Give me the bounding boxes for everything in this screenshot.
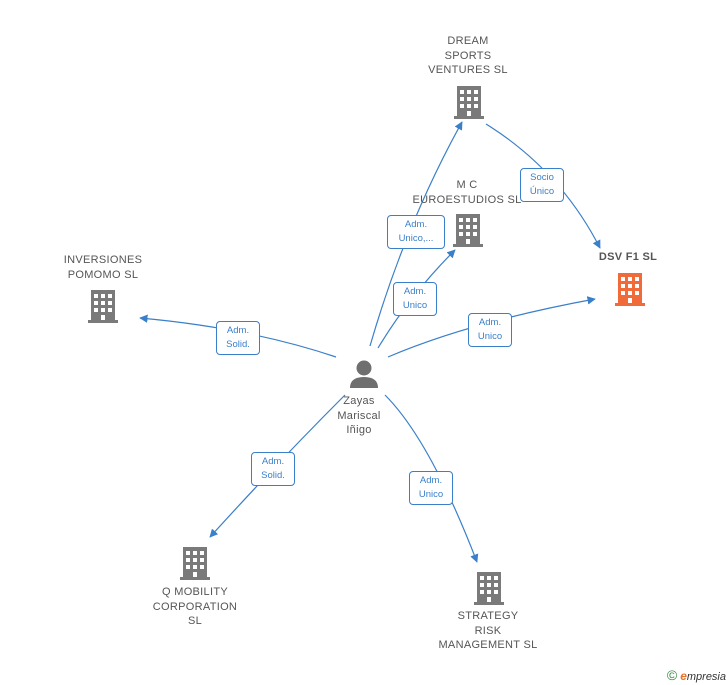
node-label-mc-euroestudios[interactable]: M C EUROESTUDIOS SL bbox=[412, 179, 522, 206]
node-label-q-mobility[interactable]: Q MOBILITY CORPORATION SL bbox=[152, 586, 238, 627]
edge-label-person-to-mc: Adm. Unico bbox=[393, 282, 437, 316]
node-label-dsv-f1[interactable]: DSV F1 SL bbox=[598, 251, 658, 263]
brand-logo-text: mpresia bbox=[686, 671, 726, 683]
building-icon[interactable] bbox=[88, 290, 118, 323]
brand-logo-letter: e bbox=[680, 669, 687, 683]
edge-label-person-to-inversiones: Adm. Solid. bbox=[216, 321, 260, 355]
building-icon[interactable] bbox=[454, 86, 484, 119]
node-label-person[interactable]: Zayas Mariscal Iñigo bbox=[337, 395, 381, 436]
building-icon[interactable] bbox=[474, 572, 504, 605]
building-icon[interactable] bbox=[180, 547, 210, 580]
edge-person-to-strategy bbox=[384, 394, 479, 563]
edge-label-person-to-strategy: Adm. Unico bbox=[409, 471, 453, 505]
building-icon-focus[interactable] bbox=[615, 273, 645, 306]
edge-label-person-to-dsv: Adm. Unico bbox=[468, 313, 512, 347]
node-label-inversiones-pomomo[interactable]: INVERSIONES POMOMO SL bbox=[63, 254, 143, 281]
edge-label-person-to-dream: Adm. Unico,... bbox=[387, 215, 445, 249]
building-icon[interactable] bbox=[453, 214, 483, 247]
person-icon[interactable] bbox=[350, 360, 378, 389]
edge-label-person-to-qmobility: Adm. Solid. bbox=[251, 452, 295, 486]
node-label-dream-sports[interactable]: DREAM SPORTS VENTURES SL bbox=[428, 35, 508, 76]
copyright-notice: ©empresia bbox=[667, 667, 726, 683]
copyright-icon: © bbox=[666, 667, 678, 683]
edge-label-dream-to-dsv: Socio Único bbox=[520, 168, 564, 202]
node-label-strategy-risk[interactable]: STRATEGY RISK MANAGEMENT SL bbox=[438, 610, 538, 651]
